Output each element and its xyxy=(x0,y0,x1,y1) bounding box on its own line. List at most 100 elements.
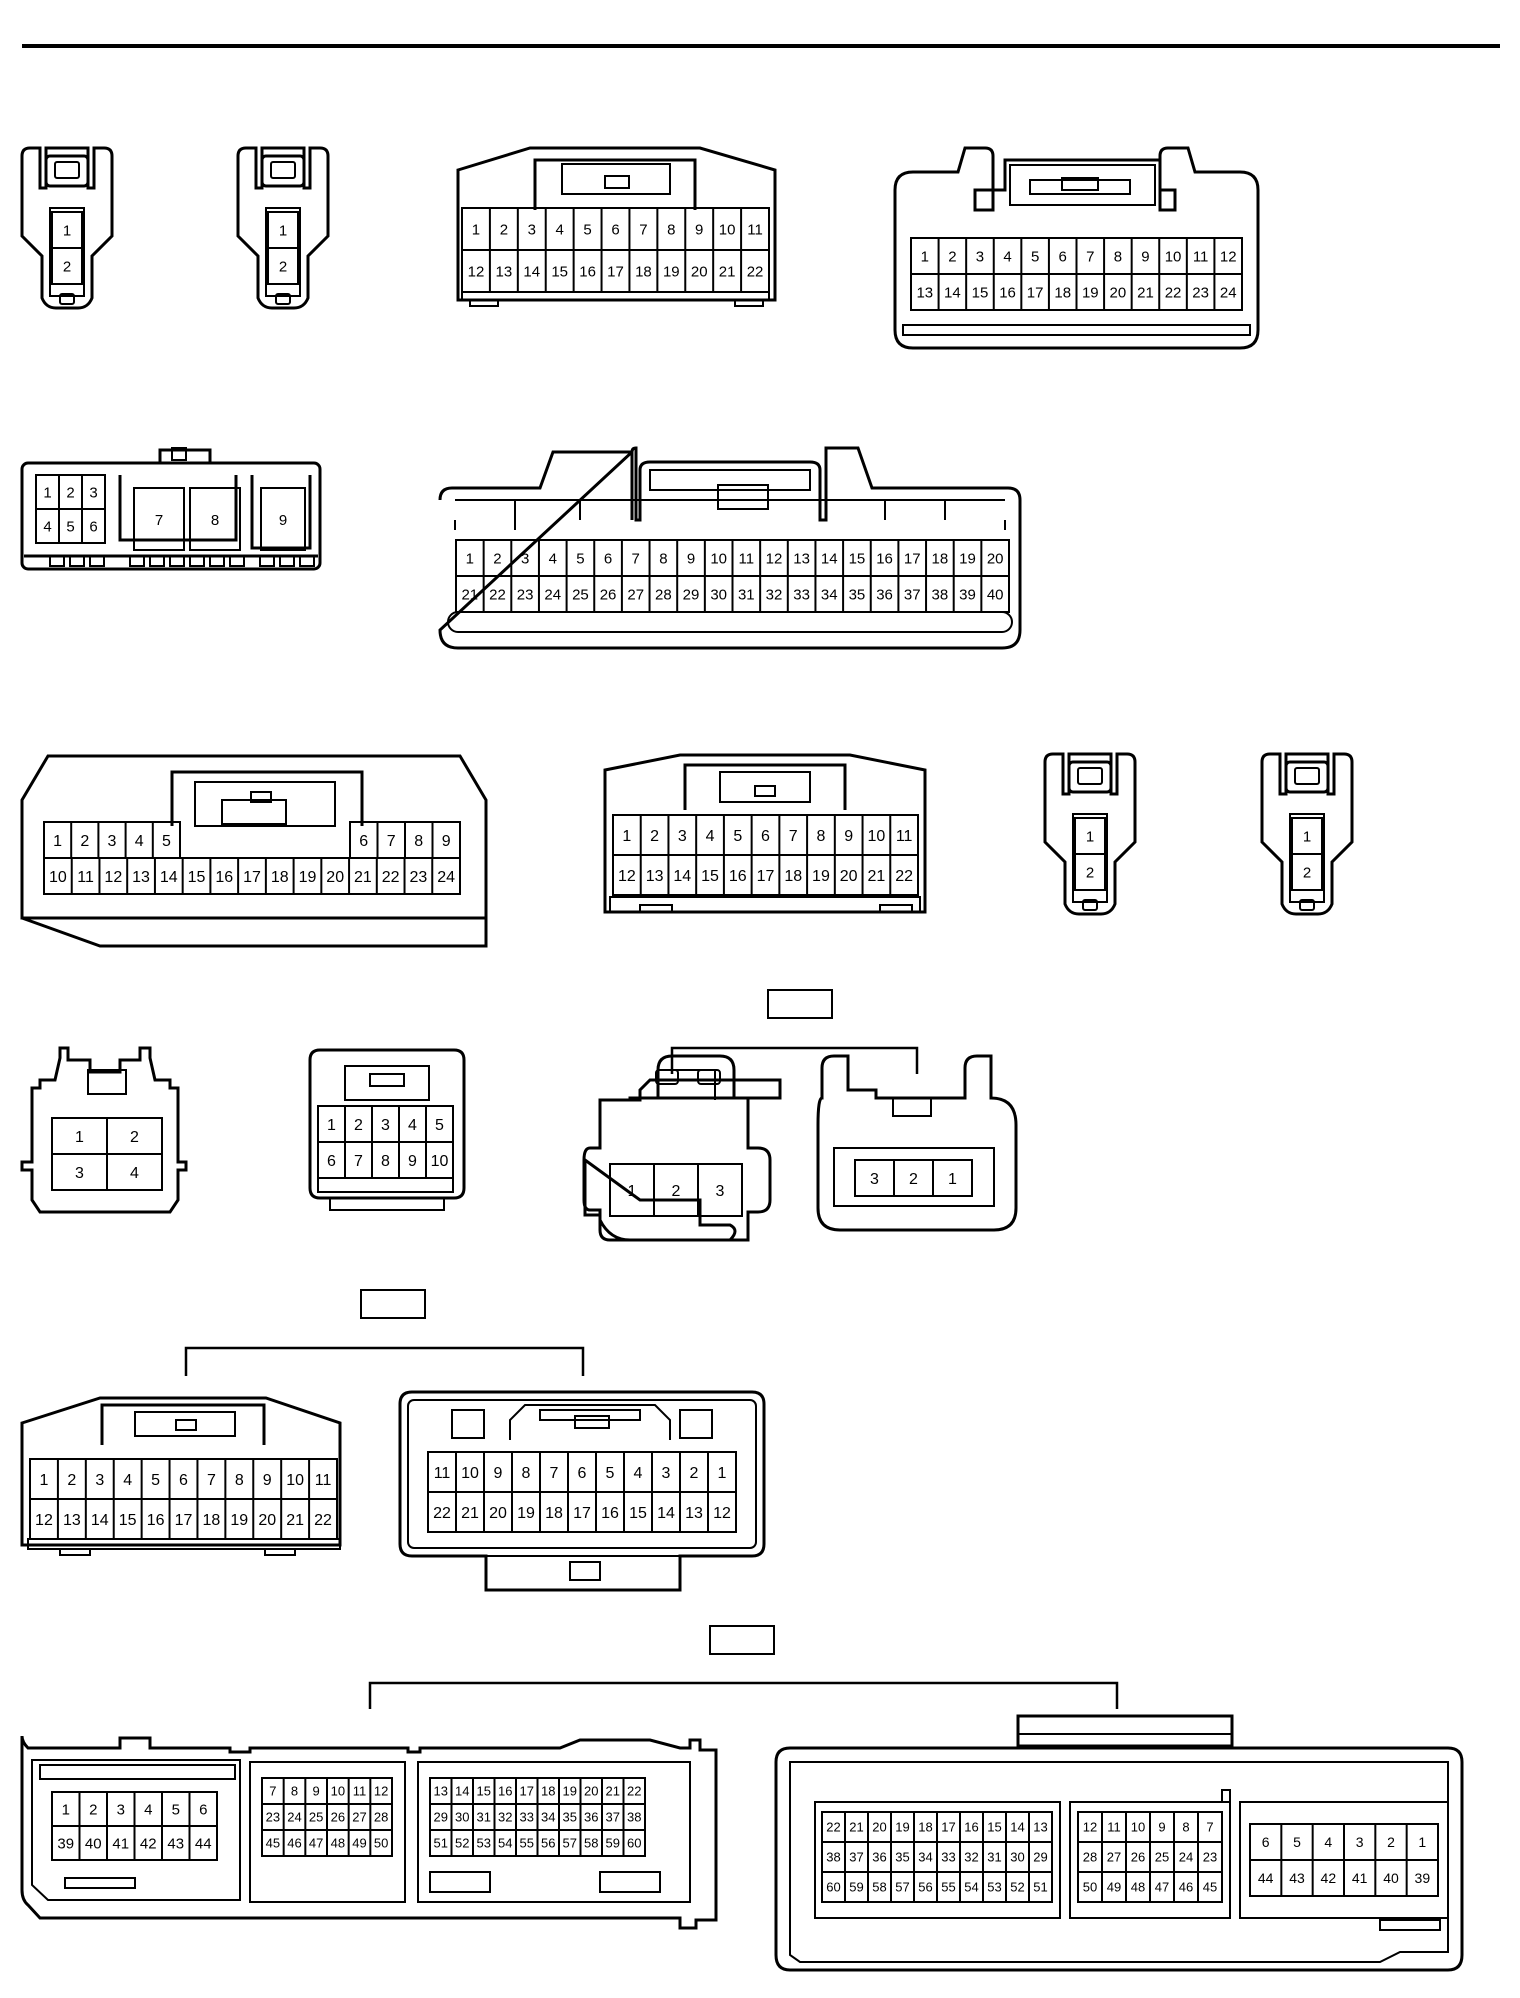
pin-number: 29 xyxy=(683,586,700,603)
pin-number: 1 xyxy=(1086,828,1094,845)
pin-number: 1 xyxy=(1303,828,1311,845)
pin-number: 10 xyxy=(49,869,67,886)
connector-outline xyxy=(49,555,65,567)
connector-outline xyxy=(299,555,315,567)
pin-number: 48 xyxy=(331,1836,345,1851)
pin-number: 7 xyxy=(632,550,640,567)
pin-number: 9 xyxy=(442,833,451,850)
pin-number: 20 xyxy=(691,263,708,280)
pin-number: 9 xyxy=(1158,1820,1165,1835)
pin-number: 12 xyxy=(766,550,783,567)
pin-number: 20 xyxy=(326,869,344,886)
pin-number: 36 xyxy=(584,1810,598,1825)
pin-number: 8 xyxy=(1182,1820,1189,1835)
pin-number: 15 xyxy=(987,1820,1001,1835)
pin-number: 30 xyxy=(710,586,727,603)
connector-outline xyxy=(569,1561,601,1581)
pin-number: 1 xyxy=(718,1465,727,1482)
pin-number: 17 xyxy=(941,1820,955,1835)
pin-number: 43 xyxy=(1289,1870,1305,1886)
pin-number: 22 xyxy=(1165,284,1182,301)
pin-number: 1 xyxy=(40,1472,49,1489)
pin-number: 9 xyxy=(263,1472,272,1489)
pin-number: 35 xyxy=(895,1850,909,1865)
connector-outline xyxy=(438,446,1022,650)
pin-number: 2 xyxy=(66,484,74,501)
connector-outline xyxy=(717,484,769,510)
pin-number: 4 xyxy=(706,828,715,845)
pin-number: 57 xyxy=(895,1880,909,1895)
connector-outline xyxy=(59,1548,91,1556)
pin-number: 2 xyxy=(650,828,659,845)
connector-outline xyxy=(879,904,913,913)
pin-number: 40 xyxy=(85,1835,102,1852)
pin-number: 14 xyxy=(673,868,691,885)
pin-number: 18 xyxy=(932,550,949,567)
pin-number: 4 xyxy=(556,221,564,238)
pin-number: 15 xyxy=(119,1512,137,1529)
pin-number: 2 xyxy=(67,1472,76,1489)
pin-number: 16 xyxy=(999,284,1016,301)
pin-number: 8 xyxy=(291,1784,298,1799)
pin-number: 11 xyxy=(1107,1820,1121,1835)
pin-number: 1 xyxy=(63,222,71,239)
pin-number: 21 xyxy=(1137,284,1154,301)
connector-outline xyxy=(69,555,85,567)
pin-number: 30 xyxy=(455,1810,469,1825)
pin-number: 14 xyxy=(657,1505,675,1522)
pin-number: 15 xyxy=(972,284,989,301)
pin-number: 21 xyxy=(868,868,886,885)
connector-outline xyxy=(194,781,336,827)
pin-number: 58 xyxy=(584,1836,598,1851)
connector-outline xyxy=(265,207,301,297)
connector-outline xyxy=(169,555,185,567)
pin-number: 10 xyxy=(1165,248,1182,265)
pin-number: 49 xyxy=(352,1836,366,1851)
pin-number: 19 xyxy=(517,1505,535,1522)
pin-number: 11 xyxy=(1193,248,1209,265)
pin-number: 1 xyxy=(1418,1834,1426,1850)
pin-number: 10 xyxy=(331,1784,345,1799)
pin-number: 4 xyxy=(1324,1834,1332,1850)
pin-number: 17 xyxy=(904,550,921,567)
connector-outline xyxy=(249,1761,406,1903)
connector-outline xyxy=(469,299,499,307)
pin-number: 18 xyxy=(635,263,652,280)
connector-outline xyxy=(134,1411,236,1437)
pin-number: 13 xyxy=(646,868,664,885)
connector-outline xyxy=(1082,899,1098,911)
pin-number: 21 xyxy=(286,1512,304,1529)
connector-outline xyxy=(259,555,275,567)
connector-outline xyxy=(31,1759,241,1901)
connector-outline xyxy=(270,161,296,179)
connector-outline xyxy=(1284,760,1330,794)
pin-number: 32 xyxy=(766,586,783,603)
pin-number: 2 xyxy=(80,833,89,850)
pin-number: 5 xyxy=(576,550,584,567)
pin-number: 17 xyxy=(757,868,775,885)
connector-id-box xyxy=(709,1625,775,1655)
connector-outline xyxy=(64,1877,136,1889)
connector-outline xyxy=(175,1419,197,1431)
pin-number: 10 xyxy=(1131,1820,1145,1835)
pin-number: 10 xyxy=(461,1465,479,1482)
pin-row xyxy=(854,1159,973,1197)
connector-outline xyxy=(54,161,80,179)
pin-number: 4 xyxy=(408,1117,417,1134)
pin-number: 28 xyxy=(1083,1850,1097,1865)
pin-number: 8 xyxy=(381,1153,390,1170)
pin-number: 3 xyxy=(117,1801,125,1818)
pin-number: 6 xyxy=(604,550,612,567)
connector-outline xyxy=(87,1069,127,1095)
pin-number: 12 xyxy=(468,263,485,280)
pin-number: 1 xyxy=(43,484,51,501)
connector-outline xyxy=(329,1197,445,1211)
pin-number: 12 xyxy=(35,1512,53,1529)
pin-number: 6 xyxy=(1059,248,1067,265)
connector-outline xyxy=(1069,1801,1231,1919)
pin-number: 4 xyxy=(634,1465,643,1482)
pin-number: 22 xyxy=(489,586,506,603)
pin-number: 15 xyxy=(188,869,206,886)
pin-number: 3 xyxy=(75,1165,84,1182)
pin-row xyxy=(1291,853,1323,891)
